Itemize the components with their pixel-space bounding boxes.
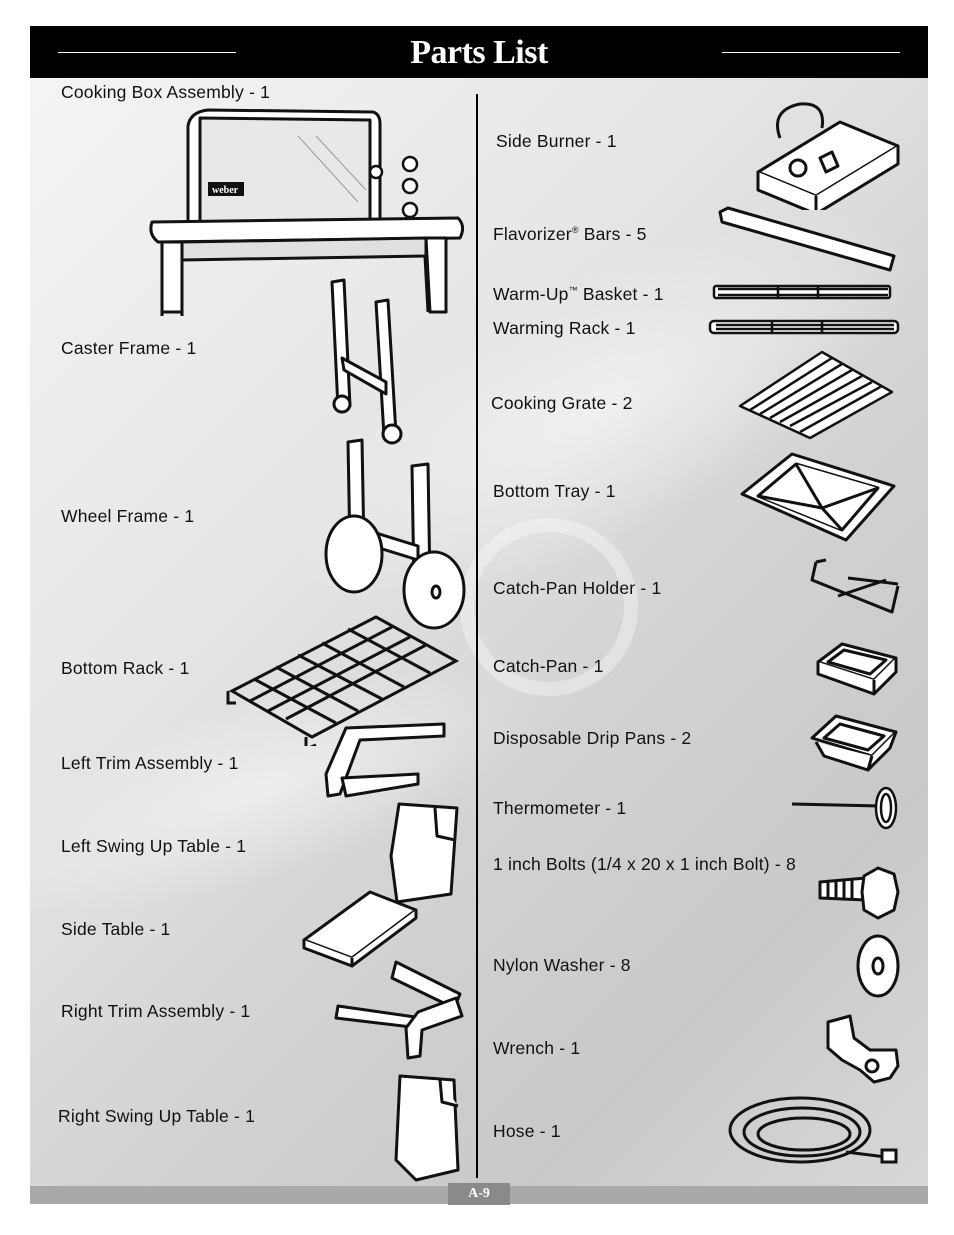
- cooking-grate-icon: [738, 350, 894, 440]
- part-label-catch-pan: Catch-Pan - 1: [493, 656, 604, 676]
- part-label-warming-rack: Warming Rack - 1: [493, 318, 636, 338]
- column-divider: [476, 94, 478, 1178]
- part-label-caster-frame: Caster Frame - 1: [61, 338, 197, 358]
- warming-rack-icon: [708, 319, 900, 335]
- catch-pan-holder-icon: [810, 558, 900, 614]
- drip-pan-icon: [810, 714, 898, 772]
- part-label-cooking-box: Cooking Box Assembly - 1: [61, 82, 271, 102]
- wrench-icon: [826, 1014, 900, 1084]
- bottom-tray-icon: [740, 452, 896, 542]
- part-label-wrench: Wrench - 1: [493, 1038, 581, 1058]
- page-title: Parts List: [410, 34, 548, 71]
- washer-icon: [856, 934, 900, 998]
- part-label-right-table: Right Swing Up Table - 1: [58, 1106, 256, 1126]
- left-trim-icon: [324, 722, 446, 798]
- title-rule-right: [722, 52, 900, 53]
- part-label-thermometer: Thermometer - 1: [493, 798, 627, 818]
- part-label-bottom-tray: Bottom Tray - 1: [493, 481, 616, 501]
- parts-list-page: Parts List Cooking Box Assembly - 1 Cast…: [30, 26, 928, 1206]
- left-table-icon: [389, 802, 459, 904]
- part-label-cooking-grate: Cooking Grate - 2: [491, 393, 633, 413]
- thermometer-icon: [791, 786, 898, 830]
- part-label-wheel-frame: Wheel Frame - 1: [61, 506, 195, 526]
- side-table-icon: [302, 890, 418, 968]
- title-rule-left: [58, 52, 236, 53]
- part-label-side-burner: Side Burner - 1: [496, 131, 617, 151]
- flavorizer-bar-icon: [718, 206, 896, 272]
- warmup-basket-icon: [712, 284, 892, 300]
- bottom-rack-icon: [226, 615, 460, 746]
- caster-frame-icon: [330, 278, 403, 445]
- part-label-bolts: 1 inch Bolts (1/4 x 20 x 1 inch Bolt) - …: [493, 854, 796, 874]
- part-label-bottom-rack: Bottom Rack - 1: [61, 658, 190, 678]
- hose-icon: [728, 1096, 898, 1164]
- part-label-left-table: Left Swing Up Table - 1: [61, 836, 247, 856]
- bolt-icon: [818, 866, 900, 920]
- right-trim-icon: [334, 960, 464, 1060]
- wheel-frame-icon: [324, 438, 466, 630]
- page-number: A-9: [448, 1183, 510, 1205]
- part-label-warmup-basket: Warm-Up™ Basket - 1: [493, 284, 664, 304]
- part-label-side-table: Side Table - 1: [61, 919, 171, 939]
- right-table-icon: [394, 1074, 460, 1182]
- part-label-catch-pan-holder: Catch-Pan Holder - 1: [493, 578, 662, 598]
- cooking-box-icon: weber: [149, 108, 465, 316]
- part-label-drip-pans: Disposable Drip Pans - 2: [493, 728, 692, 748]
- svg-text:weber: weber: [212, 185, 239, 196]
- part-label-right-trim: Right Trim Assembly - 1: [61, 1001, 251, 1021]
- title-bar: Parts List: [30, 26, 928, 78]
- part-label-left-trim: Left Trim Assembly - 1: [61, 753, 239, 773]
- catch-pan-icon: [816, 642, 898, 696]
- side-burner-icon: [756, 102, 900, 210]
- part-label-flavorizer: Flavorizer® Bars - 5: [493, 224, 647, 244]
- part-label-washer: Nylon Washer - 8: [493, 955, 631, 975]
- part-label-hose: Hose - 1: [493, 1121, 561, 1141]
